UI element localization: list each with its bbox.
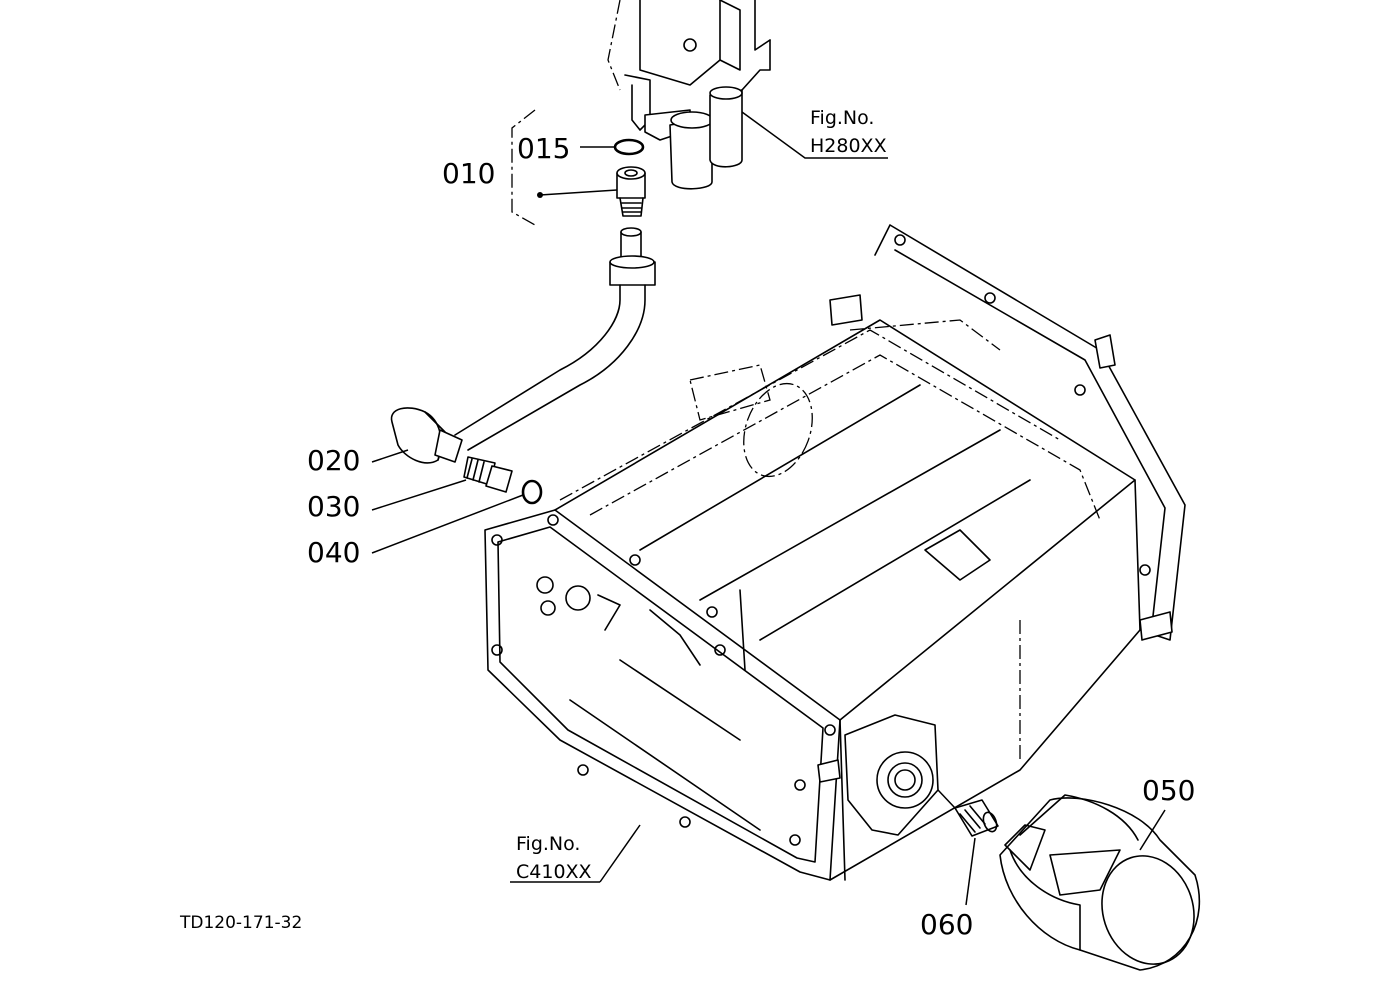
hydraulic-valve-assembly [607, 0, 771, 190]
callout-015: 015 [517, 132, 570, 165]
hose-fitting-030 [463, 456, 513, 493]
callout-060: 060 [920, 908, 973, 941]
figure-ref-upper-line1: Fig.No. [810, 107, 874, 129]
o-ring-015 [613, 138, 645, 156]
callout-030: 030 [307, 490, 360, 523]
callout-labels: 015 010 020 030 040 050 060 Fig.No. H280… [179, 107, 1195, 941]
figure-ref-lower-line1: Fig.No. [516, 833, 580, 855]
document-code: TD120-171-32 [179, 913, 302, 933]
hollow-bolt-060 [937, 789, 999, 837]
leader-lines [371, 109, 1166, 906]
callout-020: 020 [307, 444, 360, 477]
callout-040: 040 [307, 536, 360, 569]
oil-filter-050 [999, 794, 1201, 971]
transmission-case [484, 224, 1186, 881]
hydraulic-pipe-020 [390, 227, 656, 464]
callout-050: 050 [1142, 774, 1195, 807]
figure-ref-lower-line2: C410XX [516, 861, 592, 883]
callout-010: 010 [442, 157, 495, 190]
o-ring-040 [521, 479, 543, 505]
adaptor-010 [616, 166, 646, 217]
figure-ref-upper-line2: H280XX [810, 135, 887, 157]
